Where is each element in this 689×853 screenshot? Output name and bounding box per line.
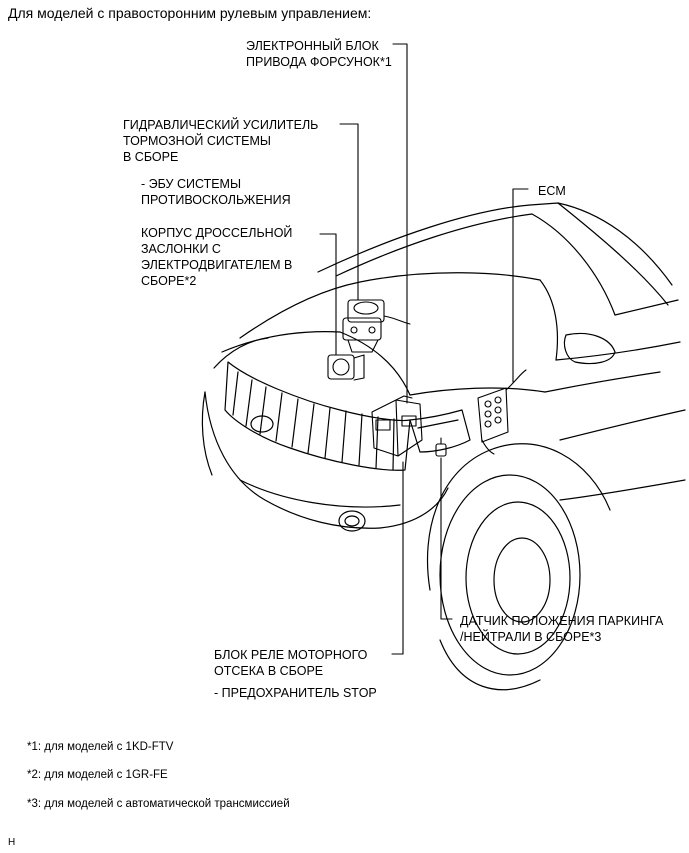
label-relay-block: БЛОК РЕЛЕ МОТОРНОГО ОТСЕКА В СБОРЕ (214, 647, 367, 679)
leader-injector-driver (393, 44, 407, 403)
label-ecm: ECM (538, 184, 566, 198)
throttle-body-assembly (328, 355, 364, 380)
vehicle-body (202, 203, 685, 528)
leader-ecm (513, 189, 528, 382)
label-brake-booster-line3: В СБОРЕ (123, 150, 179, 164)
label-skid-control-line1: - ЭБУ СИСТЕМЫ (141, 177, 242, 191)
fog-light (339, 511, 365, 531)
label-relay-block-line2: ОТСЕКА В СБОРЕ (214, 664, 324, 678)
headlight (410, 410, 470, 452)
label-injector-driver: ЭЛЕКТРОННЫЙ БЛОК ПРИВОДА ФОРСУНОК*1 (246, 38, 392, 70)
ecm-unit (478, 370, 526, 454)
label-brake-booster-line1: ГИДРАВЛИЧЕСКИЙ УСИЛИТЕЛЬ (123, 118, 319, 132)
label-skid-control-ecu: - ЭБУ СИСТЕМЫ ПРОТИВОСКОЛЬЖЕНИЯ (141, 176, 291, 208)
page-heading: Для моделей с правосторонним рулевым упр… (8, 5, 372, 21)
engine-relay-block (372, 396, 422, 456)
label-stop-fuse: - ПРЕДОХРАНИТЕЛЬ STOP (214, 686, 377, 700)
label-relay-block-line1: БЛОК РЕЛЕ МОТОРНОГО (214, 648, 368, 662)
label-brake-booster-line2: ТОРМОЗНОЙ СИСТЕМЫ (123, 134, 271, 148)
label-throttle-body-line1: КОРПУС ДРОССЕЛЬНОЙ (141, 226, 293, 240)
label-throttle-body-line4: СБОРЕ*2 (141, 274, 197, 288)
label-throttle-body: КОРПУС ДРОССЕЛЬНОЙ ЗАСЛОНКИ С ЭЛЕКТРОДВИ… (141, 225, 292, 289)
leader-throttle-body (320, 234, 336, 355)
label-park-neutral-line2: /НЕЙТРАЛИ В СБОРЕ*3 (460, 630, 602, 644)
label-park-neutral-switch: ДАТЧИК ПОЛОЖЕНИЯ ПАРКИНГА /НЕЙТРАЛИ В СБ… (460, 613, 663, 645)
leader-lines (320, 44, 528, 654)
brake-booster-assembly (343, 300, 410, 352)
leader-relay-block (392, 462, 403, 654)
leader-brake-booster (340, 124, 358, 300)
label-throttle-body-line2: ЗАСЛОНКИ С (141, 242, 221, 256)
front-wheel (428, 444, 611, 690)
label-brake-booster: ГИДРАВЛИЧЕСКИЙ УСИЛИТЕЛЬ ТОРМОЗНОЙ СИСТЕ… (123, 117, 318, 165)
corner-mark: H (8, 837, 16, 848)
label-throttle-body-line3: ЭЛЕКТРОДВИГАТЕЛЕМ В (141, 258, 293, 272)
footnote-1: *1: для моделей с 1KD-FTV (27, 741, 174, 753)
leader-park-neutral (441, 458, 452, 619)
park-neutral-switch (436, 438, 446, 456)
label-injector-driver-line1: ЭЛЕКТРОННЫЙ БЛОК (246, 39, 379, 53)
label-park-neutral-line1: ДАТЧИК ПОЛОЖЕНИЯ ПАРКИНГА (460, 614, 664, 628)
label-injector-driver-line2: ПРИВОДА ФОРСУНОК*1 (246, 55, 392, 69)
label-skid-control-line2: ПРОТИВОСКОЛЬЖЕНИЯ (141, 193, 291, 207)
grille (225, 362, 410, 470)
footnote-3: *3: для моделей с автоматической трансми… (27, 798, 290, 810)
footnote-2: *2: для моделей с 1GR-FE (27, 769, 168, 781)
